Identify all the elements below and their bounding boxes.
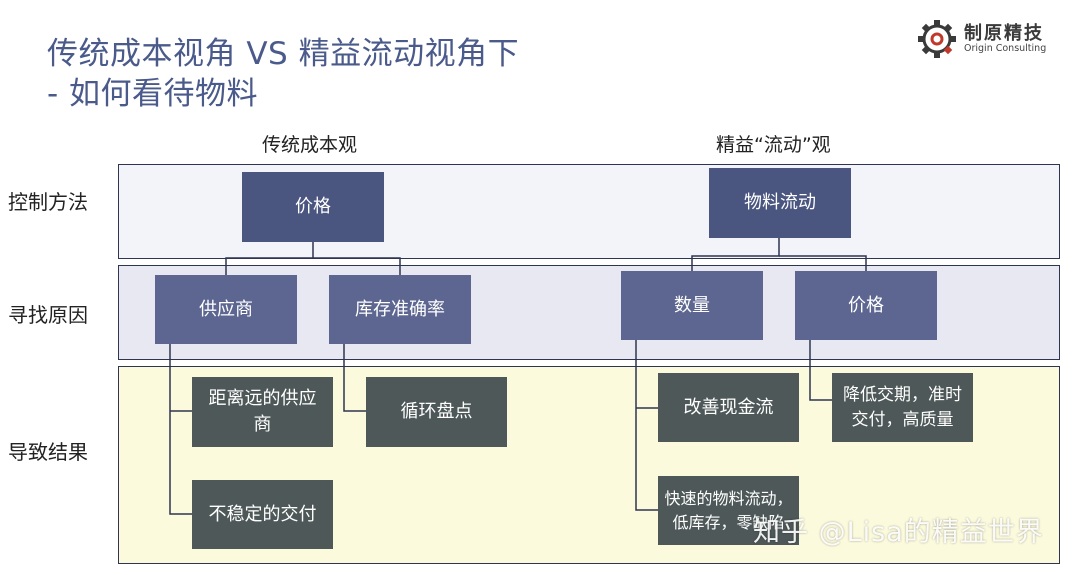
lean-cause-box-2: 价格 (795, 271, 937, 340)
logo-name-en: Origin Consulting (964, 43, 1047, 54)
traditional-result-box-2: 不稳定的交付 (192, 480, 333, 549)
logo-name-cn: 制原精技 (964, 23, 1044, 44)
traditional-result-box-1: 距离远的供应商 (192, 377, 333, 447)
traditional-cause-box-2: 库存准确率 (329, 275, 471, 344)
column-header-lean: 精益“流动”观 (716, 134, 831, 156)
row-label-cause: 寻找原因 (8, 303, 88, 327)
traditional-result-box-3: 循环盘点 (366, 377, 507, 447)
company-logo: 制原精技 Origin Consulting (916, 16, 1066, 62)
column-header-traditional: 传统成本观 (262, 134, 358, 156)
traditional-control-box: 价格 (242, 172, 384, 242)
lean-cause-box-1: 数量 (621, 271, 763, 340)
gear-logo-icon (918, 20, 956, 58)
lean-control-box: 物料流动 (709, 168, 851, 238)
page-title: 传统成本视角 VS 精益流动视角下 - 如何看待物料 (47, 34, 519, 114)
row-label-result: 导致结果 (8, 440, 88, 464)
row-label-control: 控制方法 (8, 190, 88, 214)
lean-result-box-1: 改善现金流 (658, 373, 799, 442)
lean-result-box-2: 快速的物料流动，低库存，零缺陷 (658, 476, 799, 545)
traditional-cause-box-1: 供应商 (155, 275, 297, 344)
watermark: 知乎 @Lisa的精益世界 (753, 517, 1044, 548)
title-line-2: - 如何看待物料 (47, 76, 259, 112)
lean-result-box-3: 降低交期，准时交付，高质量 (832, 373, 973, 442)
title-line-1: 传统成本视角 VS 精益流动视角下 (47, 36, 520, 72)
